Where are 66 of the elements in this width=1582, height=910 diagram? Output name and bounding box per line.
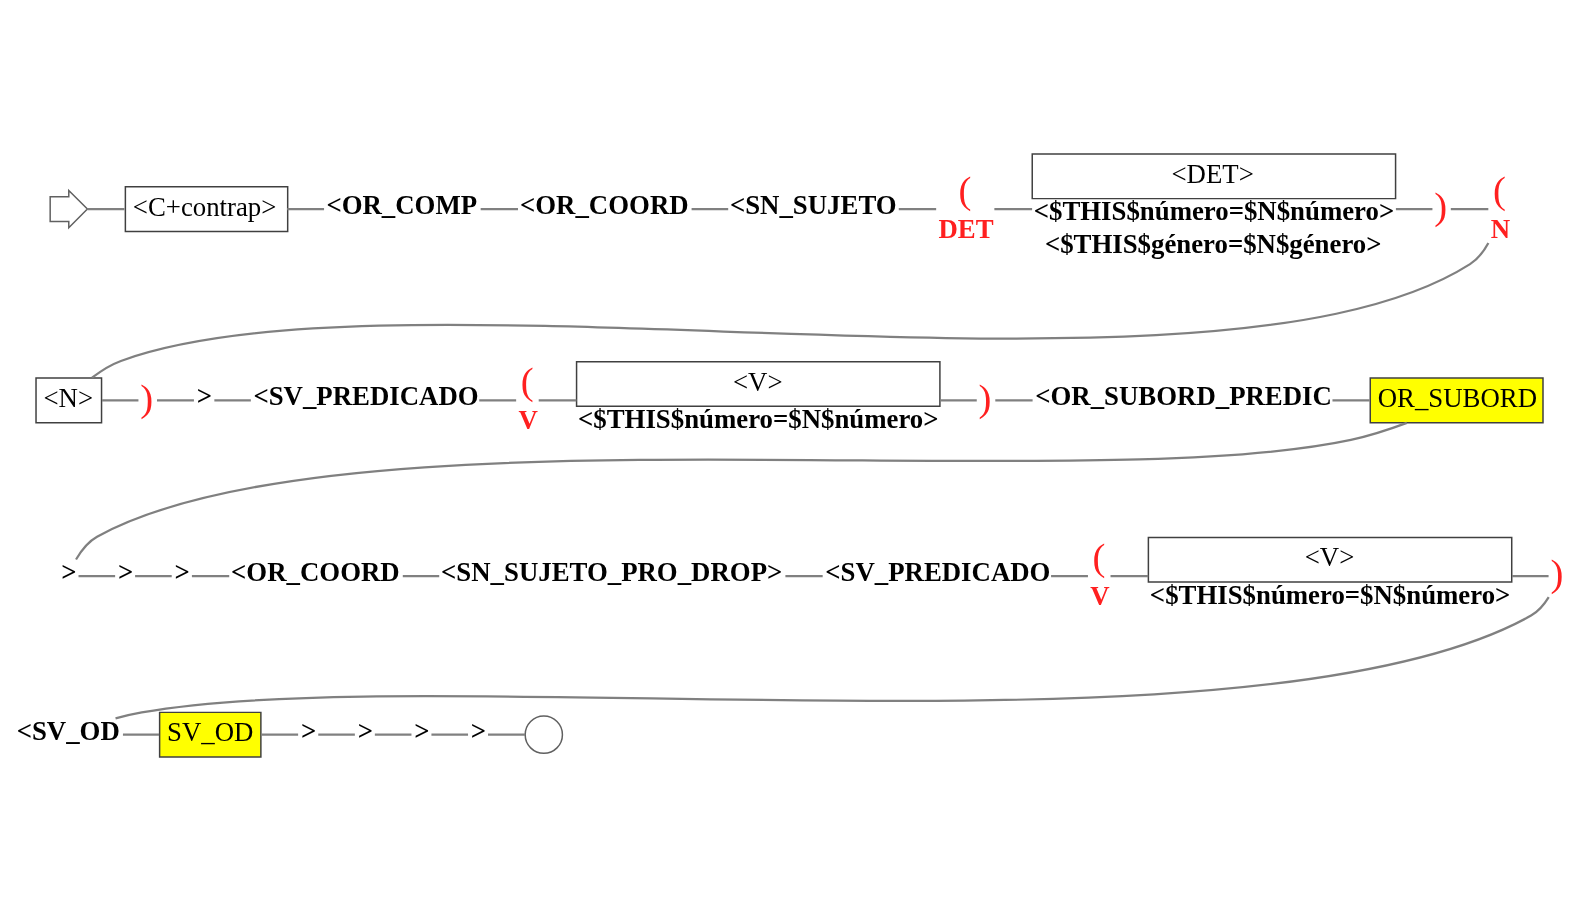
node-text: ) [1434, 184, 1448, 227]
connector [995, 398, 1033, 401]
node-text: <OR_COORD [231, 556, 400, 587]
node-text: ( N [1490, 168, 1511, 244]
node-text: ) [140, 376, 154, 419]
connector [1512, 574, 1549, 577]
connector [135, 574, 172, 577]
node-text: <SV_PREDICADO [825, 556, 1051, 587]
node-text: <OR_COORD [519, 189, 689, 220]
connector [102, 398, 139, 401]
connector [1332, 398, 1370, 401]
node-text: ( DET [938, 168, 994, 244]
connector [940, 398, 977, 401]
node-box: <N> [35, 376, 103, 423]
connector [1110, 574, 1149, 577]
node-text: <SN_SUJETO [729, 189, 897, 220]
node-text: ) [978, 376, 992, 419]
connector [191, 574, 230, 577]
node-text: <SV_OD [16, 715, 120, 746]
connector [488, 733, 526, 736]
node-arrow [49, 188, 89, 229]
node-text: > [174, 556, 190, 587]
connector [115, 595, 1550, 719]
node-text: > [301, 715, 317, 746]
connector [479, 398, 517, 401]
connector [402, 574, 440, 577]
node-box: <C+contrap> [124, 185, 289, 232]
connector [260, 733, 299, 736]
connector [480, 207, 518, 210]
node-text: ( V [518, 359, 538, 435]
node-box: <V> [575, 360, 941, 407]
connector [1395, 207, 1433, 210]
connector [78, 574, 116, 577]
node-box: <DET> [1031, 152, 1397, 199]
connector [1450, 207, 1489, 210]
node-text: <OR_COMP [326, 189, 478, 220]
node-circle [524, 714, 564, 754]
connector [898, 207, 937, 210]
connector [91, 241, 1490, 379]
node-label: <$THIS$género=$N$género> [1044, 228, 1382, 259]
connector [122, 733, 160, 736]
connector [287, 207, 325, 210]
node-box: <V> [1147, 536, 1513, 583]
node-text: > [470, 715, 487, 746]
node-text: <SV_PREDICADO [253, 380, 479, 411]
node-text: ) [1550, 551, 1564, 594]
node-text: > [61, 556, 77, 587]
connector [431, 733, 469, 736]
connector [994, 207, 1033, 210]
connector [318, 733, 355, 736]
node-text: > [196, 380, 213, 411]
connector [214, 398, 251, 401]
connector [785, 574, 823, 577]
connector [75, 421, 1408, 560]
node-text: > [357, 715, 373, 746]
node-text: > [117, 556, 134, 587]
connector [538, 398, 577, 401]
node-text: > [414, 715, 430, 746]
connector [374, 733, 412, 736]
connector [87, 207, 125, 210]
node-text: <OR_SUBORD_PREDIC [1035, 380, 1332, 411]
connector [157, 398, 194, 401]
connector [691, 207, 729, 210]
connector [1051, 574, 1088, 577]
node-text: ( V [1090, 535, 1110, 611]
node-text: <SN_SUJETO_PRO_DROP> [441, 556, 783, 587]
